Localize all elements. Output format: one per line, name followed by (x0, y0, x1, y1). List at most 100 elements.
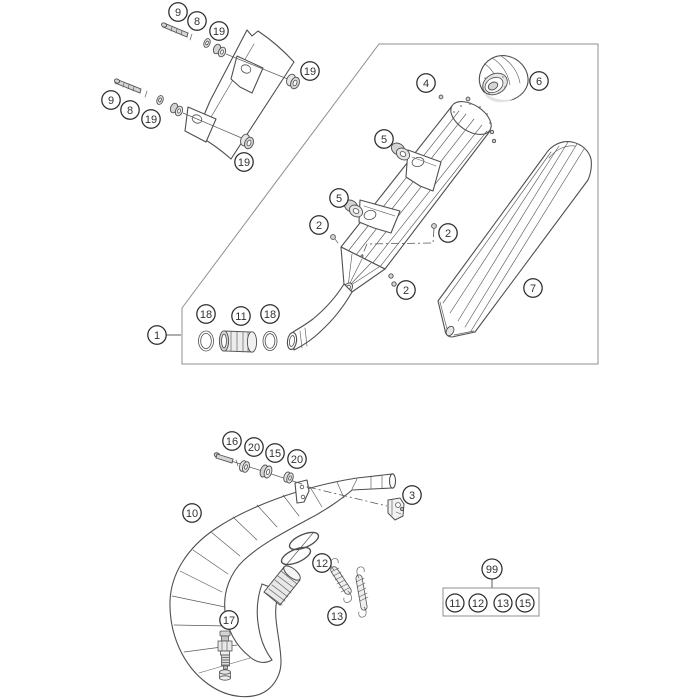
callout-circle (141, 109, 161, 129)
callout-circle (244, 437, 264, 457)
chamber-bolt-washers (213, 452, 303, 485)
callout-label: 6 (536, 76, 542, 88)
callout-circle (515, 593, 535, 613)
callout-label: 16 (226, 436, 238, 448)
callout-circle (402, 485, 422, 505)
connector-sleeve-set (166, 330, 278, 353)
callout-circle (187, 11, 207, 31)
callout-label: 5 (336, 193, 342, 205)
callout-circle (300, 61, 320, 81)
callout-legend-15: 15 (515, 593, 535, 613)
callout-7: 7 (523, 278, 543, 298)
callout-label: 12 (316, 558, 328, 570)
callout-circle (234, 152, 254, 172)
callout-label: 11 (235, 311, 246, 323)
callout-legend-13: 13 (493, 593, 513, 613)
callout-circle (327, 606, 347, 626)
callout-20: 20 (287, 449, 307, 469)
callout-circle (529, 71, 549, 91)
callout-label: 3 (409, 490, 415, 502)
callout-label: 17 (223, 615, 235, 627)
callout-circle (287, 449, 307, 469)
callout-9: 9 (168, 2, 188, 22)
exhaust-springs (330, 558, 369, 618)
callout-circle (231, 306, 251, 326)
callout-circle (438, 223, 458, 243)
callout-label: 9 (108, 95, 114, 107)
callout-label: 2 (445, 228, 451, 240)
callout-19: 19 (300, 61, 320, 81)
callout-circle (493, 593, 513, 613)
callout-circle (396, 280, 416, 300)
callout-label: 9 (175, 7, 181, 19)
callout-17: 17 (219, 610, 239, 630)
callout-15: 15 (265, 443, 285, 463)
callout-label: 19 (304, 66, 316, 78)
callout-1: 1 (147, 325, 167, 345)
callout-label: 4 (423, 78, 429, 90)
callout-9: 9 (101, 90, 121, 110)
lower-mount-bolt (114, 78, 254, 150)
callout-label: 15 (269, 448, 281, 460)
callout-circle (416, 73, 436, 93)
callout-circle (445, 593, 465, 613)
silencer-grommets (343, 142, 411, 218)
callout-circle (309, 215, 329, 235)
callout-13: 13 (327, 606, 347, 626)
callout-circle (120, 100, 140, 120)
callout-label: 19 (213, 26, 225, 38)
callout-label: 19 (145, 114, 157, 126)
mount-bracket-assembly (114, 22, 300, 160)
upper-mount-bolt (161, 22, 300, 90)
callout-5: 5 (374, 129, 394, 149)
callout-19: 19 (234, 152, 254, 172)
callout-circle (312, 553, 332, 573)
callout-label: 2 (316, 220, 322, 232)
secondary-silencer (437, 141, 592, 338)
callout-circle (374, 129, 394, 149)
callout-circle (147, 325, 167, 345)
callout-99: 99 (481, 558, 503, 580)
silencer-end-cap (478, 55, 529, 103)
callout-legend-11: 11 (445, 593, 465, 613)
callout-11: 11 (231, 306, 251, 326)
callout-4: 4 (416, 73, 436, 93)
callout-circle (222, 431, 242, 451)
callout-legend-12: 12 (468, 593, 488, 613)
callout-19: 19 (141, 109, 161, 129)
callout-circle (265, 443, 285, 463)
callout-label: 7 (530, 283, 536, 295)
callout-18: 18 (260, 304, 280, 324)
callout-circle (101, 90, 121, 110)
callout-label: 19 (238, 157, 250, 169)
callout-2: 2 (309, 215, 329, 235)
pipe-bracket (306, 485, 405, 521)
callout-circle (523, 278, 543, 298)
callout-label: 13 (497, 598, 509, 610)
callout-label: 1 (154, 330, 160, 342)
callout-16: 16 (222, 431, 242, 451)
callout-3: 3 (402, 485, 422, 505)
callout-18: 18 (196, 304, 216, 324)
callout-8: 8 (120, 100, 140, 120)
exhaust-plug (217, 630, 233, 681)
callout-2: 2 (396, 280, 416, 300)
callout-circle (481, 558, 503, 580)
callout-circle (329, 188, 349, 208)
callout-label: 18 (264, 309, 276, 321)
callout-circle (219, 610, 239, 630)
callout-label: 11 (449, 598, 460, 610)
callout-6: 6 (529, 71, 549, 91)
legend-items: 11 12 13 15 (445, 593, 535, 613)
flange-orings (280, 531, 320, 571)
callout-circle (182, 503, 202, 523)
callout-label: 13 (331, 611, 343, 623)
legend-group: 11 12 13 15 (442, 579, 540, 617)
callout-circle (468, 593, 488, 613)
callout-label: 8 (194, 16, 200, 28)
callout-label: 99 (486, 564, 498, 576)
main-silencer (286, 101, 492, 351)
callout-label: 20 (248, 442, 260, 454)
